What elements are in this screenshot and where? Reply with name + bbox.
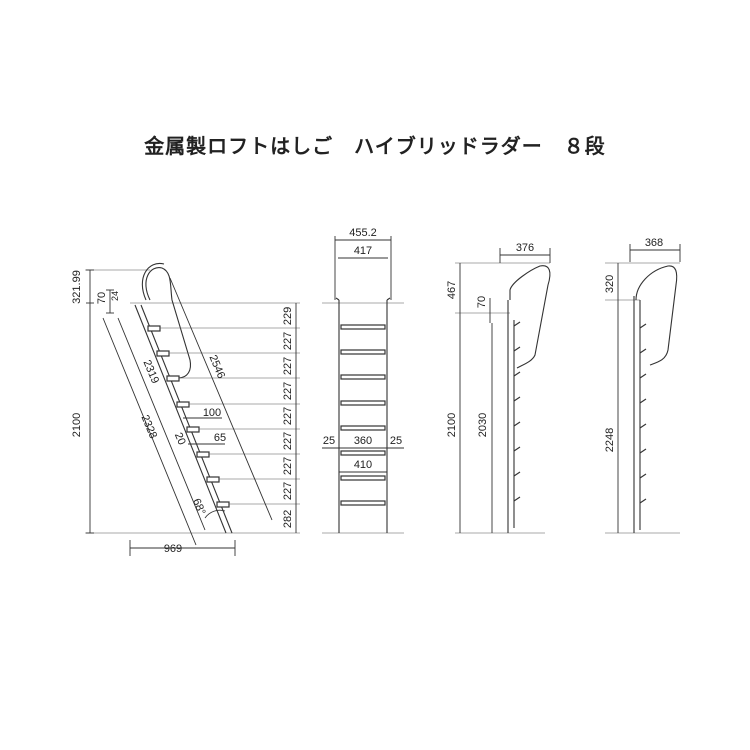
base-width-label: 969 <box>164 543 182 555</box>
right-view-1: 376 467 2100 70 2030 <box>446 242 551 534</box>
spacing-label: 227 <box>282 432 294 450</box>
spacing-label: 227 <box>282 457 294 475</box>
mid-width-left: 25 <box>323 435 335 447</box>
length-2546-label: 2546 <box>206 353 227 380</box>
height-70-label: 70 <box>476 296 488 308</box>
height-321-label: 321.99 <box>71 270 83 304</box>
height-2248-label: 2248 <box>604 428 616 452</box>
width-417-label: 417 <box>354 245 372 257</box>
spacing-label: 227 <box>282 382 294 400</box>
right2-step-ticks <box>639 323 647 504</box>
width-455-label: 455.2 <box>349 227 377 239</box>
angle-label: 68° <box>190 497 208 517</box>
spacing-label: 227 <box>282 407 294 425</box>
rung <box>340 374 386 380</box>
rung <box>340 400 386 406</box>
step <box>196 451 210 458</box>
handrail <box>145 267 192 379</box>
side-steps <box>147 325 230 508</box>
length-2319-dim <box>117 317 206 531</box>
rung <box>340 349 386 355</box>
mid-width-center: 360 <box>354 435 372 447</box>
rung <box>340 324 386 330</box>
right1-step-ticks <box>513 321 521 502</box>
step <box>176 401 190 408</box>
rung <box>340 500 386 506</box>
ladder-stringer-front <box>134 304 227 534</box>
drawing-title: 金属製ロフトはしご ハイブリッドラダー ８段 <box>144 134 606 158</box>
step <box>216 501 230 508</box>
right2-handrail <box>635 265 678 366</box>
spacing-label: 282 <box>282 510 294 528</box>
width-368-label: 368 <box>645 237 663 249</box>
rung-spacing-labels: 229 227 227 227 227 227 227 227 282 <box>282 307 294 528</box>
front-rungs <box>340 324 386 506</box>
rung <box>340 425 386 431</box>
height-2100-label: 2100 <box>446 413 458 437</box>
height-2030-label: 2030 <box>477 413 489 437</box>
height-2100-label: 2100 <box>71 413 83 437</box>
small-24-label: 24 <box>110 291 120 301</box>
angle-arc <box>204 509 226 519</box>
mid-width-right: 25 <box>390 435 402 447</box>
spacing-label: 227 <box>282 332 294 350</box>
step <box>156 350 170 357</box>
step <box>166 375 180 382</box>
rung <box>340 450 386 456</box>
step <box>186 426 200 433</box>
detail-20-label: 20 <box>172 431 188 447</box>
detail-100-label: 100 <box>203 407 221 419</box>
front-view: 455.2 417 25 360 25 410 <box>322 227 404 534</box>
side-view: 321.99 2100 70 24 <box>71 262 300 556</box>
length-2328-dim <box>102 317 197 546</box>
spacing-label: 229 <box>282 307 294 325</box>
detail-65-label: 65 <box>214 432 226 444</box>
step <box>206 476 220 483</box>
height-70-label: 70 <box>96 292 108 304</box>
rung <box>340 475 386 481</box>
right1-handrail <box>509 265 551 369</box>
length-2328-label: 2328 <box>138 413 159 440</box>
ladder-stringer-back <box>140 304 233 534</box>
right-view-2: 368 320 2248 <box>604 237 681 534</box>
spacing-label: 227 <box>282 357 294 375</box>
spacing-label: 227 <box>282 482 294 500</box>
height-320-label: 320 <box>604 275 616 293</box>
bottom-width-label: 410 <box>354 459 372 471</box>
length-2546-dim <box>169 277 273 521</box>
width-376-label: 376 <box>516 242 534 254</box>
height-467-label: 467 <box>446 281 458 299</box>
step <box>147 325 161 332</box>
